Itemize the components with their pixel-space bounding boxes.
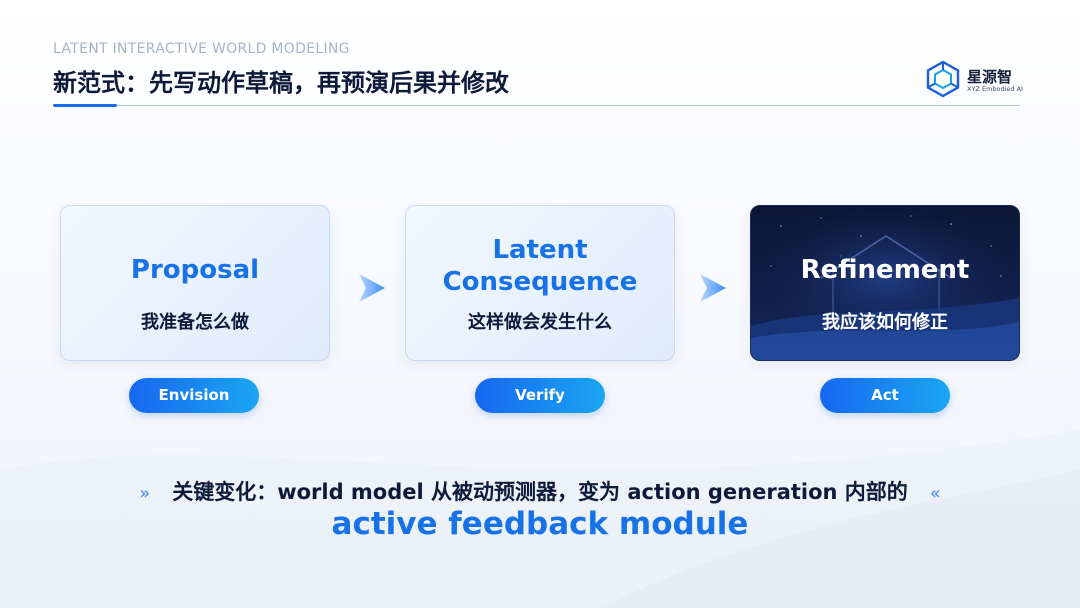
logo-subtitle: XYZ Embodied AI bbox=[967, 85, 1023, 93]
step-subtitle: 我应该如何修正 bbox=[822, 312, 948, 333]
double-chevron-right-icon: » bbox=[139, 483, 151, 504]
step-title: Refinement bbox=[800, 255, 970, 285]
chevron-right-icon bbox=[359, 274, 385, 302]
step-title-line2: Consequence bbox=[442, 267, 638, 297]
envision-button[interactable]: Envision bbox=[129, 378, 259, 413]
logo-name: 星源智 bbox=[967, 68, 1013, 86]
title-divider bbox=[53, 105, 1020, 106]
step-card-refinement: Refinement 我应该如何修正 bbox=[750, 205, 1020, 361]
verify-button[interactable]: Verify bbox=[475, 378, 605, 413]
double-chevron-left-icon: « bbox=[929, 483, 941, 504]
night-sky-illustration bbox=[751, 206, 1019, 360]
chevron-right-icon bbox=[700, 274, 726, 302]
step-card-latent-consequence: Latent Consequence 这样做会发生什么 bbox=[405, 205, 675, 361]
header-subtitle: LATENT INTERACTIVE WORLD MODELING bbox=[53, 41, 350, 57]
step-subtitle: 我准备怎么做 bbox=[141, 312, 249, 333]
title-divider-accent bbox=[53, 104, 117, 107]
page-title: 新范式：先写动作草稿，再预演后果并修改 bbox=[53, 69, 509, 97]
step-title: Proposal bbox=[130, 255, 260, 285]
key-change-line: » 关键变化：world model 从被动预测器，变为 action gene… bbox=[0, 476, 1080, 506]
key-change-highlight: active feedback module bbox=[331, 506, 749, 542]
brand-logo: 星源智 XYZ Embodied AI bbox=[925, 58, 1025, 100]
act-button[interactable]: Act bbox=[820, 378, 950, 413]
cube-logo-icon bbox=[926, 60, 960, 98]
key-change-text: 关键变化：world model 从被动预测器，变为 action genera… bbox=[172, 480, 908, 504]
step-subtitle: 这样做会发生什么 bbox=[468, 312, 612, 333]
step-title-line1: Latent bbox=[492, 235, 588, 265]
step-card-proposal: Proposal 我准备怎么做 bbox=[60, 205, 330, 361]
